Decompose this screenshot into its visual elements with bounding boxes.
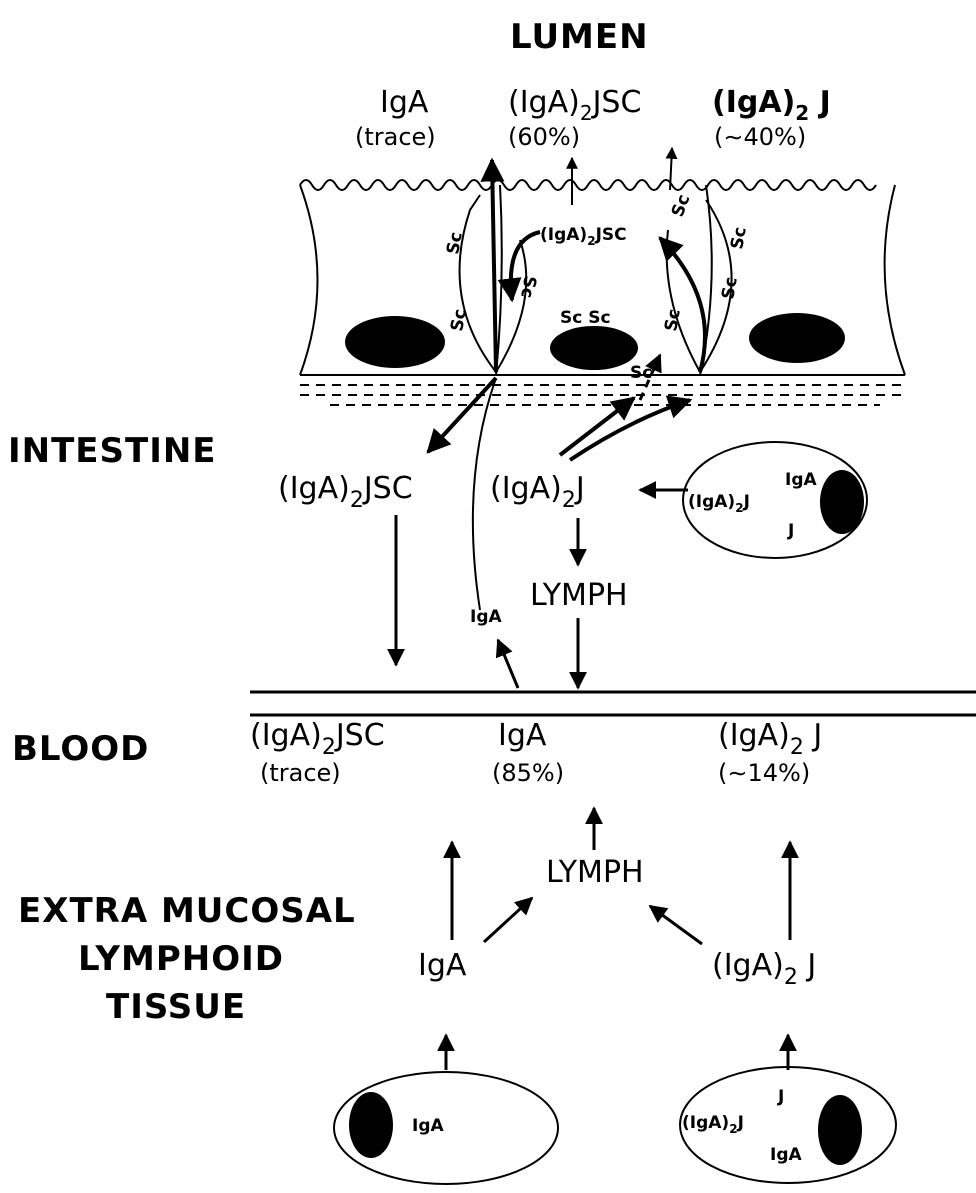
iga-transcytosis-up	[492, 160, 496, 372]
sc-label-4: Sc	[668, 192, 694, 220]
nucleus-right	[749, 313, 845, 363]
sc-path-left	[460, 195, 496, 372]
extra-iga2j-to-lymph-arrow	[650, 906, 702, 944]
extra-iga-to-lymph-arrow	[484, 898, 532, 942]
region-intestine: INTESTINE	[8, 431, 217, 471]
plasma-cell-bottom-right-iga2j: (IgA)2J	[682, 1113, 744, 1136]
plasma-cell-bottom-right-nucleus	[818, 1095, 862, 1165]
region-lymphoid: LYMPHOID	[78, 939, 284, 979]
blood-iga-share: (85%)	[492, 759, 564, 787]
plasma-cell-bottom-left-iga: IgA	[412, 1116, 444, 1136]
intestine-iga-small: IgA	[470, 607, 502, 627]
blood-iga2jsc: (IgA)2JSC	[250, 718, 385, 760]
plasma-cell-intestine-nucleus	[820, 470, 864, 534]
sc-label-7: Sc	[727, 225, 751, 250]
region-blood: BLOOD	[12, 729, 149, 769]
cell-right-outline	[885, 185, 905, 375]
plasma-cell-bottom-right-iga: IgA	[770, 1145, 802, 1165]
plasma-cell-bottom-left-nucleus	[349, 1092, 393, 1158]
blood-to-intestine-iga-arrow	[498, 640, 518, 688]
plasma-cell-intestine-iga2j: (IgA)2J	[688, 492, 750, 515]
region-lumen: LUMEN	[510, 17, 649, 57]
lumen-iga-share: (trace)	[355, 123, 436, 151]
intestine-iga2jsc: (IgA)2JSC	[278, 471, 413, 513]
nucleus-center	[550, 326, 638, 370]
brush-border	[300, 180, 876, 190]
region-extra-mucosal: EXTRA MUCOSAL	[18, 891, 356, 931]
extra-iga2j: (IgA)2 J	[712, 948, 816, 990]
extra-iga: IgA	[418, 948, 467, 983]
plasma-cell-intestine-j: J	[787, 521, 794, 541]
iga2j-uptake-arrow-2	[570, 400, 690, 460]
blood-iga2jsc-share: (trace)	[260, 759, 341, 787]
plasma-cell-intestine-iga: IgA	[785, 470, 817, 490]
lumen-iga-label: IgA	[380, 85, 429, 120]
lumen-iga2jsc-label: (IgA)2JSC	[508, 85, 641, 125]
plasma-cell-bottom-right-j: J	[777, 1087, 784, 1107]
lumen-iga2j-label: (IgA)2 J	[712, 85, 831, 125]
blood-iga2j: (IgA)2 J	[718, 718, 822, 760]
region-tissue: TISSUE	[106, 987, 246, 1027]
lumen-iga2jsc-share: (60%)	[508, 123, 580, 151]
lumen-iga2j-share: (∼40%)	[714, 123, 806, 151]
nucleus-left	[345, 316, 445, 368]
epithelial-complex-label: (IgA)2JSC	[540, 225, 627, 248]
sc-pair-label: Sc Sc	[560, 308, 611, 328]
blood-iga: IgA	[498, 718, 547, 753]
blood-iga2j-share: (∼14%)	[718, 759, 810, 787]
sc-label-3: Sc	[516, 274, 540, 299]
intestine-iga2j: (IgA)2J	[490, 471, 585, 513]
cell-left-outline	[300, 185, 318, 375]
extra-lymph: LYMPH	[546, 855, 644, 890]
intestine-lymph: LYMPH	[530, 578, 628, 613]
